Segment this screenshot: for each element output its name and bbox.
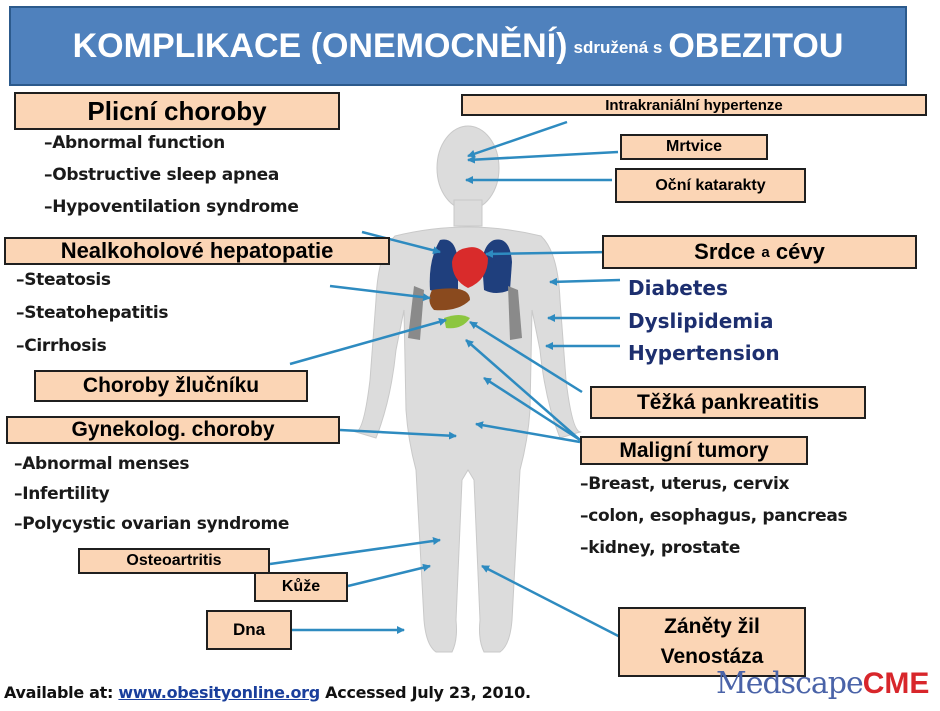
maligni-item-3: –kidney, prostate <box>580 538 740 558</box>
label-maligni-tumory: Maligní tumory <box>580 436 808 465</box>
logo-medscape: Medscape <box>716 666 863 701</box>
hepatopatie-item-3: –Cirrhosis <box>16 336 106 356</box>
label-srdce-a-cevy: Srdce a cévy <box>602 235 917 269</box>
metabolic-dyslipidemia: Dyslipidemia <box>628 309 774 333</box>
gynekolog-item-2: –Infertility <box>14 484 109 504</box>
gynekolog-item-3: –Polycystic ovarian syndrome <box>14 514 289 534</box>
footer-link[interactable]: www.obesityonline.org <box>118 683 320 702</box>
cevy-word: cévy <box>776 239 825 265</box>
gynekolog-item-1: –Abnormal menses <box>14 454 189 474</box>
plicni-item-3: –Hypoventilation syndrome <box>44 197 299 217</box>
label-hepatopatie: Nealkoholové hepatopatie <box>4 237 390 265</box>
hepatopatie-item-2: –Steatohepatitis <box>16 303 168 323</box>
label-choroby-zlucniku: Choroby žlučníku <box>34 370 308 402</box>
title-part1: KOMPLIKACE (ONEMOCNĚNÍ) <box>73 27 568 66</box>
plicni-item-2: –Obstructive sleep apnea <box>44 165 279 185</box>
maligni-item-1: –Breast, uterus, cervix <box>580 474 789 494</box>
title-part2: sdružená s <box>574 38 663 58</box>
zanety-line-1: Záněty žil <box>664 612 760 642</box>
label-mrtvice: Mrtvice <box>620 134 768 160</box>
title-banner: KOMPLIKACE (ONEMOCNĚNÍ) sdružená s OBEZI… <box>9 6 907 86</box>
label-kuze: Kůže <box>254 572 348 602</box>
srdce-connector: a <box>761 244 769 261</box>
label-dna: Dna <box>206 610 292 650</box>
logo-cme: CME <box>863 667 930 700</box>
footer-suffix: Accessed July 23, 2010. <box>325 683 531 702</box>
metabolic-hypertension: Hypertension <box>628 341 780 365</box>
label-tezka-pankreatitis: Těžká pankreatitis <box>590 386 866 419</box>
plicni-item-1: –Abnormal function <box>44 133 225 153</box>
human-silhouette <box>356 126 580 652</box>
medscape-logo: MedscapeCME <box>716 666 929 701</box>
hepatopatie-item-1: –Steatosis <box>16 270 111 290</box>
label-plicni-choroby: Plicní choroby <box>14 92 340 130</box>
srdce-word: Srdce <box>694 239 755 265</box>
label-ocni-katarakty: Oční katarakty <box>615 168 806 203</box>
label-intrakranialni: Intrakraniální hypertenze <box>461 94 927 116</box>
maligni-item-2: –colon, esophagus, pancreas <box>580 506 847 526</box>
title-part3: OBEZITOU <box>668 27 843 66</box>
footer-prefix: Available at: <box>4 683 113 702</box>
footer-source: Available at: www.obesityonline.org Acce… <box>4 683 531 702</box>
label-osteoartritis: Osteoartritis <box>78 548 270 574</box>
metabolic-diabetes: Diabetes <box>628 276 728 300</box>
label-gynekolog-choroby: Gynekolog. choroby <box>6 416 340 444</box>
